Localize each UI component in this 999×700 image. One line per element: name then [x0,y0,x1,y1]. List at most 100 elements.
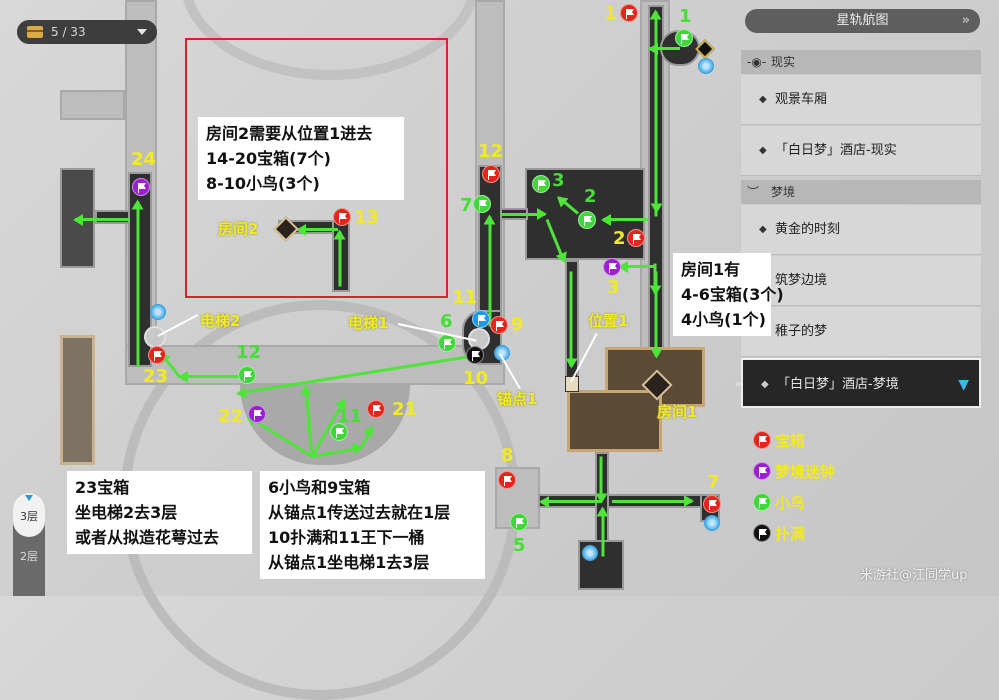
map-item-childs-dream[interactable]: ◆ 稚子的梦 [741,307,981,357]
note-line: 4小鸟(1个) [681,310,766,329]
space-anchor-icon[interactable] [582,545,598,561]
chest-marker-7[interactable] [703,495,721,513]
marker-number: 11 [337,406,363,427]
route-arrow [612,495,694,507]
legend-label: 梦境迷钟 [775,462,836,481]
chevron-down-icon: ▼ [958,377,969,393]
marker-number: 8 [501,445,514,466]
map-item-golden-hour[interactable]: ◆ 黄金的时刻 [741,205,981,255]
elevator-2[interactable] [144,326,166,348]
note-line: 房间2需要从位置1进去 [206,124,373,143]
map-band [125,345,505,385]
bird-marker-1[interactable] [675,29,693,47]
section-label: 梦境 [771,185,796,199]
route-arrow [599,456,603,502]
marker-number: 3 [552,170,565,191]
room2-label: 房间2 [218,220,259,238]
marker-number: 13 [354,207,380,228]
dream-clock-marker-24[interactable] [132,178,150,196]
chest-marker-23[interactable] [148,346,166,364]
current-floor-indicator-icon [25,495,33,501]
marker-number: 2 [584,186,597,207]
dream-clock-marker-22[interactable] [248,405,266,423]
route-arrow [500,208,547,220]
map-left-room-brown [60,335,95,465]
note-line: 坐电梯2去3层 [75,503,178,522]
map-item-label: 稚子的梦 [775,324,828,339]
space-anchor-1-icon[interactable] [494,345,510,361]
chest-marker-21[interactable] [367,400,385,418]
note-line: 房间1有 [681,260,741,279]
map-item-hotel-reality[interactable]: ◆ 「白日梦」酒店-现实 [741,126,981,176]
chest-marker-13[interactable] [333,208,351,226]
chest-marker-11-blue[interactable] [472,310,490,328]
chest-counter-dropdown[interactable]: 5 / 33 [17,20,157,44]
floor-2-button[interactable]: 2层 [20,550,38,563]
bird-marker-12[interactable] [238,366,256,384]
section-reality[interactable]: -◉- 现实 [741,50,981,74]
marker-number: 10 [463,368,489,389]
piggy-bank-marker-10[interactable] [466,346,484,364]
chest-marker-9[interactable] [490,316,508,334]
marker-number: 22 [218,406,244,427]
current-location-icon: » [735,377,742,390]
map-item-observation-car[interactable]: ◆ 观景车厢 [741,75,981,125]
bullet-icon: ◆ [759,224,767,235]
chest-marker-8[interactable] [498,471,516,489]
bird-marker-11[interactable] [330,423,348,441]
legend-bird: 小鸟 [753,491,805,513]
route-arrow [654,271,658,357]
legend-label: 扑满 [775,524,806,543]
space-anchor-icon[interactable] [704,515,720,531]
note-line: 从锚点1传送过去就在1层 [268,503,451,522]
map-item-hotel-dreamscape[interactable]: ◆ 「白日梦」酒店-梦境 ▼ [741,358,981,408]
space-anchor-icon[interactable] [150,304,166,320]
marker-number: 24 [131,149,157,170]
chest-marker-12[interactable] [482,165,500,183]
room1-label: 房间1 [657,403,698,421]
elevator1-label: 电梯1 [348,314,389,332]
route-arrow [136,201,140,367]
route-arrow [488,216,492,327]
marker-number: 1 [604,3,617,24]
bird-marker-3[interactable] [532,175,550,193]
marker-number: 21 [392,399,418,420]
marker-number: 6 [440,311,453,332]
space-anchor-icon[interactable] [698,58,714,74]
piggy-bank-flag-icon [753,524,771,542]
map-item-label: 黄金的时刻 [775,222,841,237]
bullet-icon: ◆ [759,145,767,156]
note-room2: 房间2需要从位置1进去 14-20宝箱(7个) 8-10小鸟(3个) [198,117,404,200]
note-line: 14-20宝箱(7个) [206,149,331,168]
closed-eye-icon: ︶ [747,185,760,199]
note-line: 8-10小鸟(3个) [206,174,320,193]
map-left-passage [95,210,130,224]
chest-marker-2[interactable] [627,229,645,247]
dream-clock-marker-3[interactable] [603,258,621,276]
bird-marker-7[interactable] [473,195,491,213]
map-item-label: 观景车厢 [775,92,828,107]
route-arrow [620,265,655,268]
caret-down-icon [137,29,147,35]
chest-marker-1[interactable] [620,4,638,22]
note-line: 10扑满和11王下一桶 [268,528,425,547]
star-rail-map-button[interactable]: 星轨航图 » [745,9,980,33]
marker-number: 23 [143,366,169,387]
section-dreamscape[interactable]: ︶ 梦境 [741,180,981,204]
bird-marker-2[interactable] [578,211,596,229]
map-item-dream-edge[interactable]: ◆ 筑梦边境 [741,256,981,306]
legend-label: 小鸟 [775,493,806,512]
floor-3-button[interactable]: 3层 [13,493,45,537]
eye-icon: -◉- [747,55,767,69]
marker-number: 7 [707,472,720,493]
note-line: 或者从拟造花萼过去 [75,528,220,547]
map-item-label: 筑梦边境 [775,273,828,288]
bird-marker-5[interactable] [510,513,528,531]
marker-number: 11 [452,287,478,308]
route-arrow [541,500,601,503]
chest-count: 5 / 33 [51,25,86,39]
note-left: 23宝箱 坐电梯2去3层 或者从拟造花萼过去 [67,471,252,554]
marker-number: 2 [613,228,626,249]
legend-dream-clock: 梦境迷钟 [753,460,835,482]
note-room1-overlay: 房间1有 4-6宝箱(3个) 4小鸟(1个) [673,253,784,336]
